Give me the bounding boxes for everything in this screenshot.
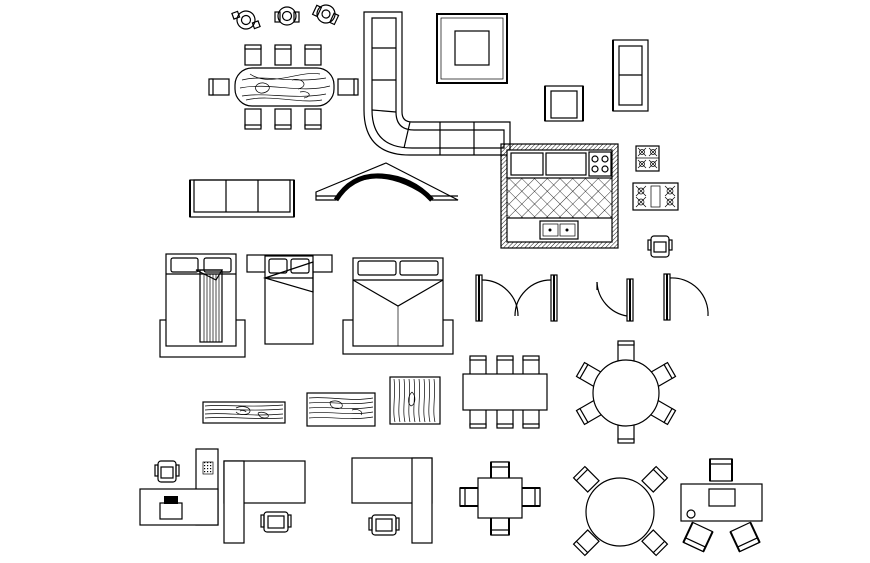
round-table-4-seat: [572, 465, 669, 557]
armchair: [544, 85, 584, 122]
double-bed: [342, 257, 454, 355]
lounge-chairs: [231, 4, 340, 30]
single-door-left: [596, 278, 634, 322]
wood-plank-1: [202, 401, 286, 424]
rectangular-table-6-seat: [462, 355, 548, 429]
wood-plank-2: [306, 392, 376, 427]
kitchen-block: [500, 143, 619, 249]
dining-table-8-seat: [208, 44, 359, 130]
three-seat-sofa: [189, 179, 295, 218]
range: [632, 182, 679, 211]
office-desk-3-chairs: [680, 458, 763, 553]
square-rug: [436, 13, 508, 84]
bar-stool: [647, 235, 673, 258]
cooktop-small: [635, 145, 660, 172]
loveseat: [612, 39, 649, 112]
arched-bridge: [315, 162, 459, 202]
single-door-right: [663, 273, 709, 321]
l-desk-small: [139, 448, 219, 526]
square-table-4-seat: [459, 461, 541, 536]
round-table-6-seat: [575, 340, 677, 444]
office-chair-icon: [154, 460, 180, 483]
burners-icon: [588, 151, 612, 177]
bed-with-blanket: [159, 253, 246, 358]
double-door: [475, 274, 558, 322]
desk-right: [351, 457, 433, 544]
single-bed: [246, 254, 333, 345]
l-desk-large: [223, 460, 306, 544]
wood-plank-3: [389, 376, 441, 425]
